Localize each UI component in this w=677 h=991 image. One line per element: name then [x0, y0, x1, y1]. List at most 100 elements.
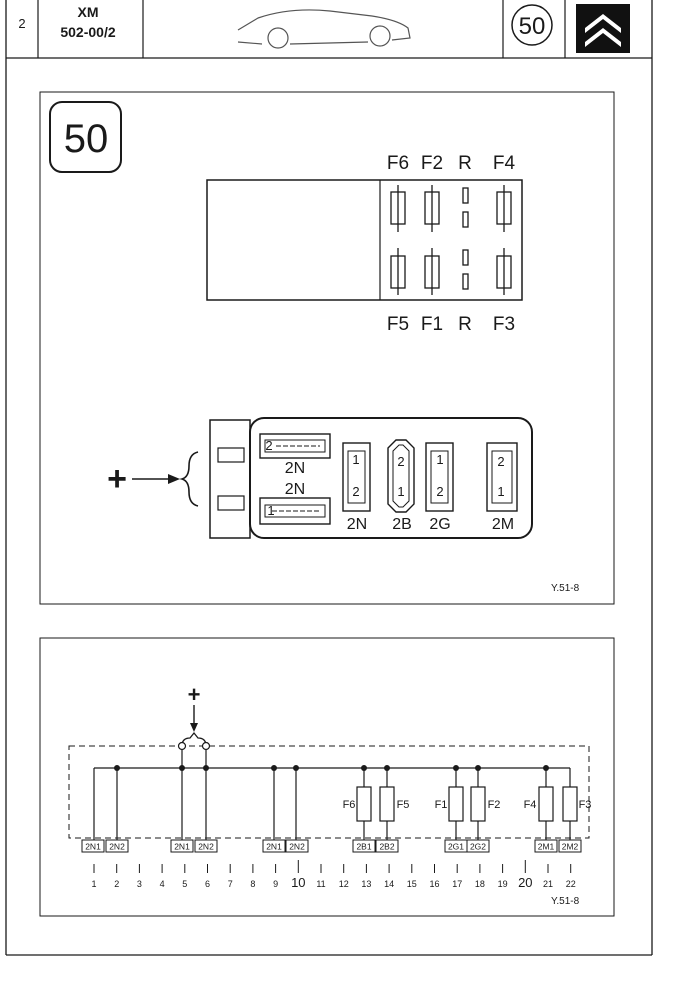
fusebox-boundary — [68, 745, 590, 839]
pin-label: 2 — [265, 438, 272, 453]
pin-label: 1 — [497, 484, 504, 499]
connector-label-2g: 2G — [429, 516, 450, 533]
page-frame — [5, 0, 653, 956]
fuse-label-f5: F5 — [387, 314, 409, 335]
scale-label: 16 — [429, 879, 439, 889]
doc-ref: 502-00/2 — [60, 24, 115, 40]
fuse-label-f4: F4 — [493, 153, 516, 174]
pin-slots — [272, 445, 320, 512]
fuse-f3 — [496, 248, 512, 295]
terminal-label: 2B1 — [356, 842, 371, 852]
fuse-label-f6: F6 — [387, 153, 409, 174]
schematic-fuse-label: F3 — [579, 799, 592, 811]
scale-label: 4 — [160, 879, 165, 889]
bus-junctions — [114, 765, 549, 771]
connector-label-2n: 2N — [347, 516, 367, 533]
terminal-label: 2G2 — [470, 842, 486, 852]
fuse-label-f3: F3 — [493, 314, 515, 335]
pin-label: 2 — [352, 484, 359, 499]
scale-label: 18 — [475, 879, 485, 889]
supply-terminal — [177, 741, 187, 751]
terminal-label: 2N2 — [289, 842, 305, 852]
terminal-label: 2N1 — [174, 842, 190, 852]
fuse-f1 — [424, 248, 440, 295]
citroen-logo-icon — [576, 4, 630, 53]
panel1-ref: Y.51-8 — [551, 583, 580, 594]
schematic-fuse-label: F1 — [435, 799, 448, 811]
schematic-fuse-f2 — [470, 786, 486, 822]
scale-label: 12 — [339, 879, 349, 889]
relay-label-r-bottom: R — [458, 314, 472, 335]
terminal-label: 2N2 — [198, 842, 214, 852]
terminal-label: 2B2 — [379, 842, 394, 852]
fuse-f5 — [390, 248, 406, 295]
relay-slot-top — [462, 187, 469, 228]
diagram-number-circle — [511, 4, 553, 46]
schematic-fuse-f4 — [538, 786, 554, 822]
scale-label: 3 — [137, 879, 142, 889]
terminal-strip — [81, 839, 582, 853]
scale-label: 20 — [518, 875, 532, 890]
pin-label: 2 — [436, 484, 443, 499]
pin-label: 2 — [497, 454, 504, 469]
terminal-label: 2M2 — [562, 842, 579, 852]
badge-frame — [49, 101, 122, 173]
relay-label-r-top: R — [458, 153, 472, 174]
scale-label: 9 — [273, 879, 278, 889]
supply-terminal — [201, 741, 211, 751]
connector-label-2b: 2B — [392, 516, 412, 533]
panel-fusebox-layout — [39, 91, 615, 605]
scale-label: 14 — [384, 879, 394, 889]
terminal-label: 2G1 — [448, 842, 464, 852]
scale-label: 17 — [452, 879, 462, 889]
supply-arrow-down-icon — [190, 705, 198, 732]
brace-icon — [179, 451, 199, 507]
scale-label: 11 — [316, 879, 325, 889]
fuse-f4 — [496, 185, 512, 232]
relay-slot-bottom — [462, 249, 469, 290]
fuse-label-f2: F2 — [421, 153, 443, 174]
schematic-fuse-f5 — [379, 786, 395, 822]
page-number: 2 — [18, 16, 25, 31]
schematic-fuse-f3 — [562, 786, 578, 822]
panel2-ref: Y.51-8 — [551, 896, 580, 907]
pin-label: 2 — [397, 454, 404, 469]
scale-label: 19 — [498, 879, 508, 889]
plus-sign: + — [107, 460, 127, 498]
schematic-fuse-label: F2 — [488, 799, 501, 811]
pin-label: 1 — [436, 452, 443, 467]
schematic-fuse-label: F6 — [343, 799, 356, 811]
model-name: XM — [78, 4, 99, 20]
fuse-label-f1: F1 — [421, 314, 443, 335]
scale-label: 10 — [291, 875, 305, 890]
scale-label: 7 — [228, 879, 233, 889]
connector-label-2m: 2M — [492, 516, 514, 533]
scale-label: 5 — [182, 879, 187, 889]
pin-label: 1 — [267, 503, 274, 518]
schematic-fuse-f6 — [356, 786, 372, 822]
terminal-label: 2N2 — [109, 842, 125, 852]
scale-label: 22 — [566, 879, 576, 889]
fuse-box — [206, 179, 523, 301]
fuse-f2 — [424, 185, 440, 232]
diagram-number: 50 — [519, 13, 546, 40]
badge-number: 50 — [64, 117, 109, 161]
schematic-brace-icon — [181, 731, 207, 747]
schematic-plus-sign: + — [188, 682, 201, 707]
terminal-label: 2M1 — [538, 842, 555, 852]
pin-label: 1 — [352, 452, 359, 467]
terminal-label: 2N1 — [266, 842, 282, 852]
connector-label-2n-bottom: 2N — [285, 481, 305, 498]
scale-label: 1 — [91, 879, 96, 889]
connector-label-2n-top: 2N — [285, 460, 305, 477]
scale-label: 6 — [205, 879, 210, 889]
scale-label: 8 — [250, 879, 255, 889]
car-silhouette-icon — [237, 9, 411, 49]
fuse-f6 — [390, 185, 406, 232]
scale-label: 13 — [361, 879, 371, 889]
arrow-right-icon — [132, 474, 180, 484]
scale-label: 21 — [543, 879, 553, 889]
